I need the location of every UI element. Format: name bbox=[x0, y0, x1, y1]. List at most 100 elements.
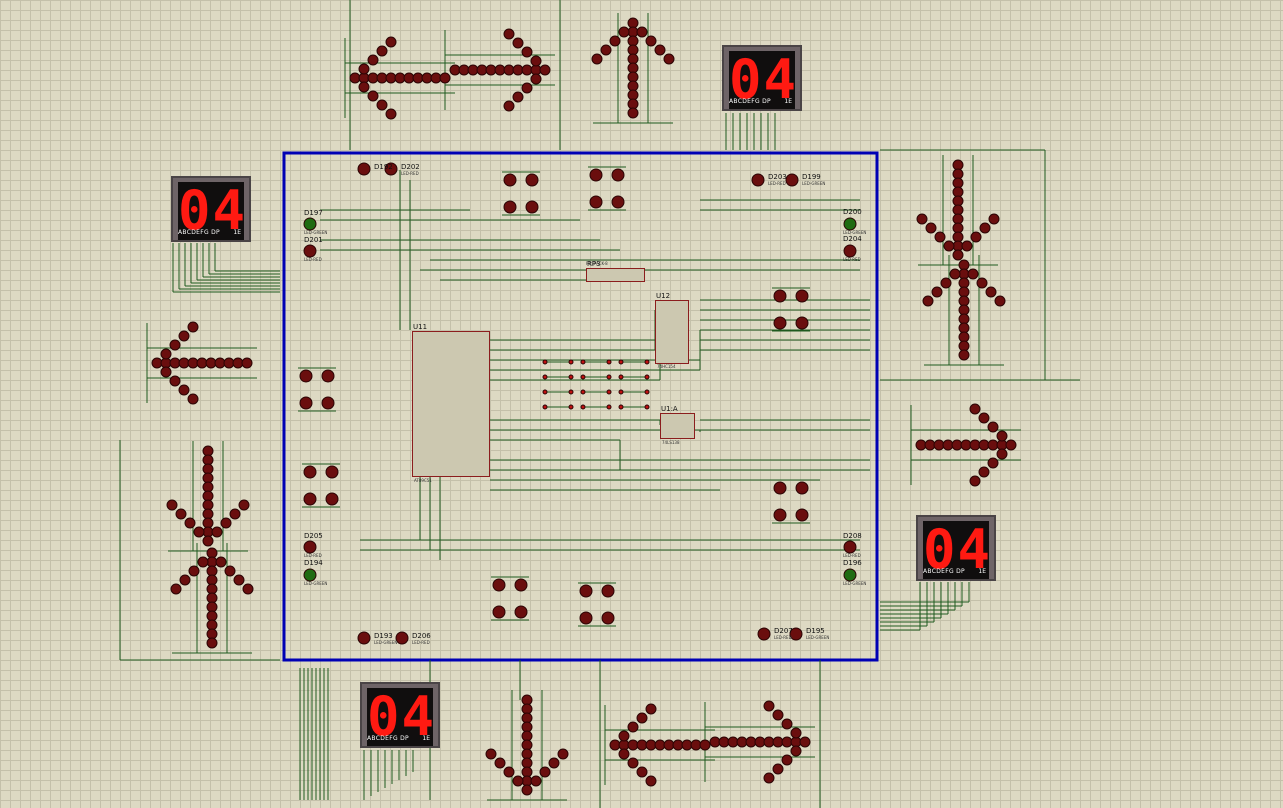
switch-contact[interactable] bbox=[580, 389, 586, 395]
arrow-led[interactable] bbox=[790, 745, 802, 757]
arrow-led[interactable] bbox=[967, 268, 979, 280]
cluster-led[interactable] bbox=[299, 369, 313, 383]
arrow-led[interactable] bbox=[385, 36, 397, 48]
arrow-led[interactable] bbox=[178, 384, 190, 396]
seven-seg-display-top[interactable]: 04 ABCDEFG DP 1E bbox=[722, 45, 802, 111]
arrow-led[interactable] bbox=[521, 82, 533, 94]
cluster-led[interactable] bbox=[321, 369, 335, 383]
chip-u1a[interactable]: U1:A bbox=[660, 405, 695, 439]
arrow-led[interactable] bbox=[530, 73, 542, 85]
arrow-led[interactable] bbox=[978, 412, 990, 424]
arrow-led[interactable] bbox=[996, 448, 1008, 460]
arrow-led[interactable] bbox=[187, 321, 199, 333]
arrow-led[interactable] bbox=[211, 526, 223, 538]
switch-contact[interactable] bbox=[644, 374, 650, 380]
arrow-led[interactable] bbox=[763, 700, 775, 712]
seven-seg-display-left[interactable]: 04 ABCDEFG DP 1E bbox=[171, 176, 251, 242]
arrow-led[interactable] bbox=[169, 339, 181, 351]
cluster-led[interactable] bbox=[503, 173, 517, 187]
switch-contact[interactable] bbox=[542, 374, 548, 380]
indicator-led[interactable] bbox=[384, 162, 398, 176]
cluster-led[interactable] bbox=[773, 316, 787, 330]
arrow-led[interactable] bbox=[996, 430, 1008, 442]
switch-contact[interactable] bbox=[580, 359, 586, 365]
arrow-led[interactable] bbox=[385, 108, 397, 120]
arrow-led[interactable] bbox=[485, 748, 497, 760]
arrow-led[interactable] bbox=[187, 393, 199, 405]
arrow-led[interactable] bbox=[943, 240, 955, 252]
arrow-led[interactable] bbox=[645, 35, 657, 47]
switch-contact[interactable] bbox=[644, 359, 650, 365]
arrow-led[interactable] bbox=[512, 37, 524, 49]
arrow-led[interactable] bbox=[179, 574, 191, 586]
arrow-led[interactable] bbox=[645, 775, 657, 787]
switch-contact[interactable] bbox=[618, 374, 624, 380]
arrow-led[interactable] bbox=[233, 574, 245, 586]
indicator-led[interactable] bbox=[357, 631, 371, 645]
arrow-led[interactable] bbox=[241, 357, 253, 369]
cluster-led[interactable] bbox=[321, 396, 335, 410]
arrow-led[interactable] bbox=[358, 81, 370, 93]
arrow-led[interactable] bbox=[636, 712, 648, 724]
switch-contact[interactable] bbox=[618, 404, 624, 410]
arrow-led[interactable] bbox=[238, 499, 250, 511]
cluster-led[interactable] bbox=[611, 168, 625, 182]
arrow-led[interactable] bbox=[600, 44, 612, 56]
arrow-led[interactable] bbox=[548, 757, 560, 769]
arrow-led[interactable] bbox=[987, 421, 999, 433]
cluster-led[interactable] bbox=[611, 195, 625, 209]
arrow-led[interactable] bbox=[175, 508, 187, 520]
switch-contact[interactable] bbox=[606, 404, 612, 410]
cluster-led[interactable] bbox=[795, 316, 809, 330]
switch-contact[interactable] bbox=[606, 374, 612, 380]
arrow-led[interactable] bbox=[970, 231, 982, 243]
arrow-led[interactable] bbox=[530, 775, 542, 787]
arrow-led[interactable] bbox=[376, 45, 388, 57]
arrow-led[interactable] bbox=[188, 565, 200, 577]
cluster-led[interactable] bbox=[795, 289, 809, 303]
arrow-led[interactable] bbox=[969, 475, 981, 487]
arrow-led[interactable] bbox=[618, 748, 630, 760]
indicator-led[interactable] bbox=[789, 627, 803, 641]
arrow-led[interactable] bbox=[197, 556, 209, 568]
switch-contact[interactable] bbox=[568, 359, 574, 365]
arrow-led[interactable] bbox=[781, 754, 793, 766]
arrow-led[interactable] bbox=[521, 784, 533, 796]
arrow-led[interactable] bbox=[772, 709, 784, 721]
arrow-led[interactable] bbox=[916, 213, 928, 225]
cluster-led[interactable] bbox=[325, 492, 339, 506]
arrow-led[interactable] bbox=[699, 739, 711, 751]
cluster-led[interactable] bbox=[589, 168, 603, 182]
arrow-led[interactable] bbox=[193, 526, 205, 538]
arrow-led[interactable] bbox=[439, 72, 451, 84]
arrow-led[interactable] bbox=[987, 457, 999, 469]
cluster-led[interactable] bbox=[503, 200, 517, 214]
indicator-led[interactable] bbox=[843, 244, 857, 258]
chip-u12[interactable]: U12 bbox=[655, 292, 689, 364]
arrow-led[interactable] bbox=[978, 466, 990, 478]
cluster-led[interactable] bbox=[773, 508, 787, 522]
chip-u11[interactable]: U11 bbox=[412, 323, 490, 477]
arrow-led[interactable] bbox=[925, 222, 937, 234]
cluster-led[interactable] bbox=[525, 173, 539, 187]
cluster-led[interactable] bbox=[299, 396, 313, 410]
switch-contact[interactable] bbox=[568, 389, 574, 395]
arrow-led[interactable] bbox=[160, 366, 172, 378]
indicator-led[interactable] bbox=[757, 627, 771, 641]
arrow-led[interactable] bbox=[376, 99, 388, 111]
arrow-led[interactable] bbox=[166, 499, 178, 511]
switch-contact[interactable] bbox=[618, 359, 624, 365]
cluster-led[interactable] bbox=[303, 492, 317, 506]
arrow-led[interactable] bbox=[627, 721, 639, 733]
switch-contact[interactable] bbox=[542, 359, 548, 365]
indicator-led[interactable] bbox=[751, 173, 765, 187]
arrow-led[interactable] bbox=[242, 583, 254, 595]
indicator-led[interactable] bbox=[843, 540, 857, 554]
arrow-led[interactable] bbox=[790, 727, 802, 739]
arrow-led[interactable] bbox=[169, 375, 181, 387]
indicator-led[interactable] bbox=[785, 173, 799, 187]
cluster-led[interactable] bbox=[492, 578, 506, 592]
arrow-led[interactable] bbox=[636, 766, 648, 778]
arrow-led[interactable] bbox=[654, 44, 666, 56]
